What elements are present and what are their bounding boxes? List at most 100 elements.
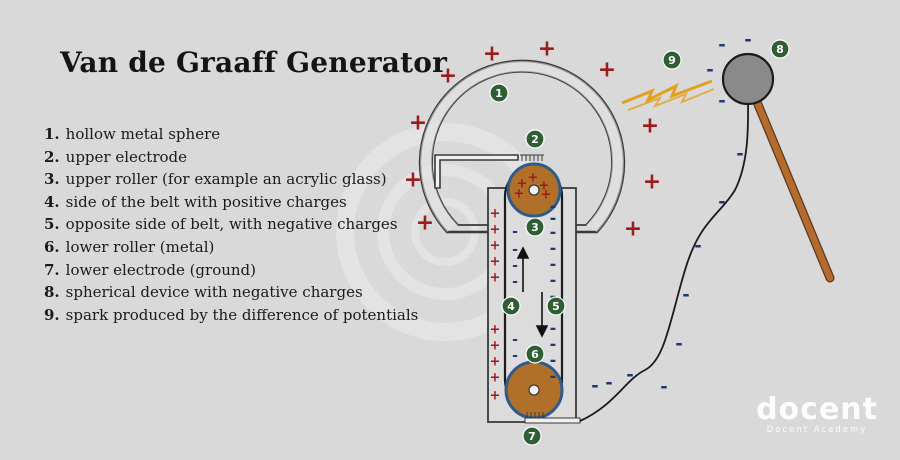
- ground-wire: [579, 95, 749, 422]
- marker-7: 7: [522, 426, 542, 446]
- negative-charge: -: [605, 373, 612, 394]
- positive-charge: +: [541, 188, 552, 203]
- negative-charge: -: [512, 224, 518, 240]
- legend-item-number: 1.: [44, 125, 60, 143]
- legend-item-text: side of the belt with positive charges: [65, 192, 347, 211]
- marker-badge: [546, 296, 566, 316]
- legend-item: 9.spark produced by the difference of po…: [44, 304, 418, 327]
- positive-charge: +: [409, 111, 427, 136]
- positive-charge: +: [490, 271, 501, 286]
- positive-charge: +: [490, 355, 501, 370]
- negative-charge: -: [512, 274, 518, 290]
- marker-5: 5: [546, 296, 566, 316]
- marker-number: 4: [507, 300, 515, 313]
- legend-item-text: lower roller (metal): [65, 237, 215, 256]
- marker-number: 3: [531, 221, 539, 234]
- legend-item-text: opposite side of belt, with negative cha…: [65, 215, 398, 234]
- positive-charge: +: [439, 64, 457, 89]
- negative-charge: -: [591, 376, 598, 397]
- marker-badge: [525, 217, 545, 237]
- marker-8: 8: [770, 39, 790, 59]
- lower-roller-axle: [528, 384, 540, 396]
- negative-charge: -: [718, 35, 725, 56]
- belt-up-arrow: [516, 246, 530, 292]
- negative-charge: -: [736, 144, 743, 165]
- positive-charge: +: [483, 42, 501, 67]
- marker-4: 4: [501, 296, 521, 316]
- page-title: Van de Graaff Generator: [60, 46, 448, 79]
- charge-marks: +++++++++++++++++++++++++---------------…: [404, 30, 752, 404]
- negative-charge: -: [512, 348, 518, 364]
- marker-badge: [525, 129, 545, 149]
- positive-charge: +: [641, 114, 659, 139]
- hollow-metal-sphere-fill: [420, 60, 624, 232]
- legend-item-number: 2.: [44, 147, 60, 166]
- negative-charge: -: [706, 60, 713, 81]
- negative-charge: -: [550, 209, 557, 228]
- positive-charge: +: [598, 58, 616, 83]
- marker-number: 8: [776, 43, 784, 56]
- positive-charge: +: [490, 255, 501, 270]
- positive-charge: +: [404, 168, 422, 193]
- legend-item-text: lower electrode (ground): [65, 260, 257, 279]
- spark-bolt-2: [627, 88, 715, 111]
- spark-bolt: [621, 79, 713, 105]
- upper-roller-axle: [528, 184, 540, 196]
- marker-3: 3: [525, 217, 545, 237]
- marker-2: 2: [525, 129, 545, 149]
- positive-charge: +: [624, 217, 642, 242]
- positive-charge: +: [490, 339, 501, 354]
- positive-charge: +: [538, 37, 556, 62]
- legend-item-number: 5.: [44, 215, 60, 234]
- legend-item: 7. lower electrode (ground): [44, 259, 418, 282]
- positive-charge: +: [490, 389, 501, 404]
- legend-item-number: 6.: [44, 237, 60, 256]
- positive-charge: +: [539, 179, 550, 194]
- negative-charge: -: [550, 239, 557, 258]
- positive-charge: +: [643, 170, 661, 195]
- legend-item-text: upper roller (for example an acrylic gla…: [65, 170, 387, 189]
- legend-item: 1. hollow metal sphere: [44, 123, 418, 146]
- marker-badge: [770, 39, 790, 59]
- legend-item-number: 7.: [44, 260, 60, 279]
- marker-1: 1: [489, 83, 509, 103]
- negative-charge: -: [550, 367, 557, 386]
- negative-charge: -: [550, 319, 557, 338]
- legend-item-text: spark produced by the difference of pote…: [65, 305, 419, 324]
- insulating-rod-face: [748, 86, 834, 282]
- hollow-metal-sphere-inner: [431, 70, 613, 226]
- marker-number: 6: [531, 348, 539, 361]
- positive-charge: +: [514, 187, 525, 202]
- legend-item: 3. upper roller (for example an acrylic g…: [44, 168, 418, 191]
- negative-charge: -: [512, 258, 518, 274]
- positive-charge: +: [528, 171, 539, 186]
- brand-watermark: docent Docent Academy: [756, 392, 878, 436]
- marker-badge: [501, 296, 521, 316]
- negative-charge: -: [744, 30, 751, 51]
- positive-charge: +: [490, 223, 501, 238]
- legend-item-number: 8.: [44, 283, 60, 302]
- legend-item-number: 3.: [44, 170, 60, 189]
- brand-logo: docent: [756, 392, 878, 427]
- negative-charge: -: [512, 332, 518, 348]
- legend-item: 2.upper electrode: [44, 146, 418, 169]
- spherical-device: [721, 52, 775, 106]
- marker-6: 6: [525, 344, 545, 364]
- number-markers: 1 2 3 4 5 6 7 8 9: [489, 39, 790, 446]
- legend-item: 8.spherical device with negative charges: [44, 281, 418, 304]
- positive-charge: +: [416, 211, 434, 236]
- positive-charge: +: [490, 323, 501, 338]
- marker-badge: [522, 426, 542, 446]
- negative-charge: -: [694, 236, 701, 257]
- marker-number: 9: [668, 54, 676, 67]
- legend-item-number: 4.: [44, 192, 60, 211]
- positive-charge: +: [490, 371, 501, 386]
- marker-badge: [489, 83, 509, 103]
- legend-item: 5. opposite side of belt, with negative c…: [44, 213, 418, 236]
- legend-item-text: hollow metal sphere: [65, 125, 221, 143]
- negative-charge: -: [660, 377, 667, 398]
- negative-charge: -: [718, 91, 725, 112]
- negative-charge: -: [682, 285, 689, 306]
